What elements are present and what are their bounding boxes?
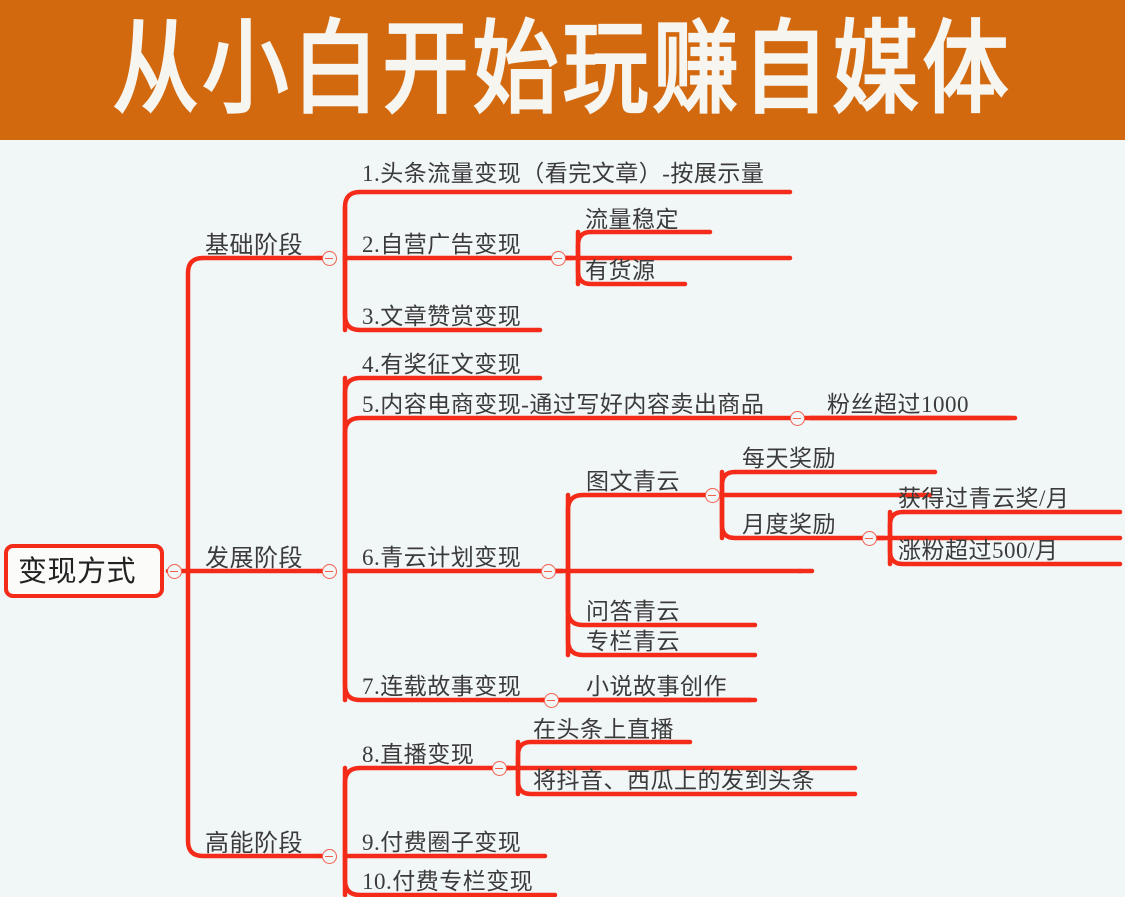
stage-label-advanced[interactable]: 高能阶段	[205, 831, 303, 857]
mindmap-connectors	[165, 189, 1123, 897]
child-label-award-per-month[interactable]: 获得过青云奖/月	[898, 486, 1070, 511]
connector-zhibo1	[515, 739, 693, 771]
child-label-zhuanlan-qingyun[interactable]: 专栏青云	[586, 629, 680, 654]
item-label-2[interactable]: 2.自营广告变现	[362, 232, 522, 257]
collapse-toggle-advanced[interactable]	[322, 849, 337, 864]
child-label-daily-reward[interactable]: 每天奖励	[742, 446, 836, 471]
mindmap-canvas: 变现方式 基础阶段 1.头条流量变现（看完文章）-按展示量 2.自营广告变现 流…	[0, 140, 1125, 897]
item-label-3[interactable]: 3.文章赞赏变现	[362, 304, 522, 329]
child-label-youhuoyuan[interactable]: 有货源	[585, 258, 656, 283]
item-label-4[interactable]: 4.有奖征文变现	[362, 352, 522, 377]
collapse-toggle-item-7[interactable]	[544, 693, 559, 708]
child-label-fans-1000[interactable]: 粉丝超过1000	[827, 392, 969, 417]
page-title: 从小白开始玩赚自媒体	[112, 11, 1013, 130]
child-label-xiaoshuo-gushi[interactable]: 小说故事创作	[586, 674, 727, 699]
connector-liuliang	[575, 229, 713, 261]
item-label-7[interactable]: 7.连载故事变现	[362, 674, 522, 699]
child-label-followers-per-month[interactable]: 涨粉超过500/月	[898, 538, 1059, 563]
collapse-toggle-item-6[interactable]	[541, 564, 556, 579]
collapse-toggle-item-8[interactable]	[492, 761, 507, 776]
child-label-douyin-xigua[interactable]: 将抖音、西瓜上的发到头条	[533, 768, 815, 793]
header-banner: 从小白开始玩赚自媒体	[0, 0, 1125, 140]
item-label-10[interactable]: 10.付费专栏变现	[362, 869, 534, 894]
child-label-liuliang-wending[interactable]: 流量稳定	[585, 207, 679, 232]
collapse-toggle-item-5[interactable]	[790, 411, 805, 426]
item-label-5[interactable]: 5.内容电商变现-通过写好内容卖出商品	[362, 392, 765, 417]
item-label-6[interactable]: 6.青云计划变现	[362, 545, 522, 570]
child-label-wenda-qingyun[interactable]: 问答青云	[586, 599, 680, 624]
item-label-1[interactable]: 1.头条流量变现（看完文章）-按展示量	[362, 161, 765, 186]
collapse-toggle-development[interactable]	[322, 564, 337, 579]
collapse-toggle-root[interactable]	[167, 564, 182, 579]
root-node-label: 变现方式	[18, 556, 137, 588]
child-label-zhibo-toutiao[interactable]: 在头条上直播	[533, 717, 674, 742]
collapse-toggle-monthly-reward[interactable]	[862, 531, 877, 546]
child-label-tuwen-qingyun[interactable]: 图文青云	[586, 469, 680, 494]
collapse-toggle-item-2[interactable]	[551, 251, 566, 266]
child-label-monthly-reward[interactable]: 月度奖励	[742, 512, 836, 537]
stage-label-development[interactable]: 发展阶段	[205, 546, 303, 572]
item-label-8[interactable]: 8.直播变现	[362, 742, 475, 767]
collapse-toggle-basic[interactable]	[322, 251, 337, 266]
root-node-box[interactable]	[4, 544, 164, 598]
collapse-toggle-tuwen-qingyun[interactable]	[705, 488, 720, 503]
stage-label-basic[interactable]: 基础阶段	[205, 233, 303, 259]
item-label-9[interactable]: 9.付费圈子变现	[362, 830, 522, 855]
connector-trunk-stage1	[185, 255, 321, 574]
connector-trunk-stage3	[185, 568, 321, 859]
connector-award	[887, 509, 1123, 541]
